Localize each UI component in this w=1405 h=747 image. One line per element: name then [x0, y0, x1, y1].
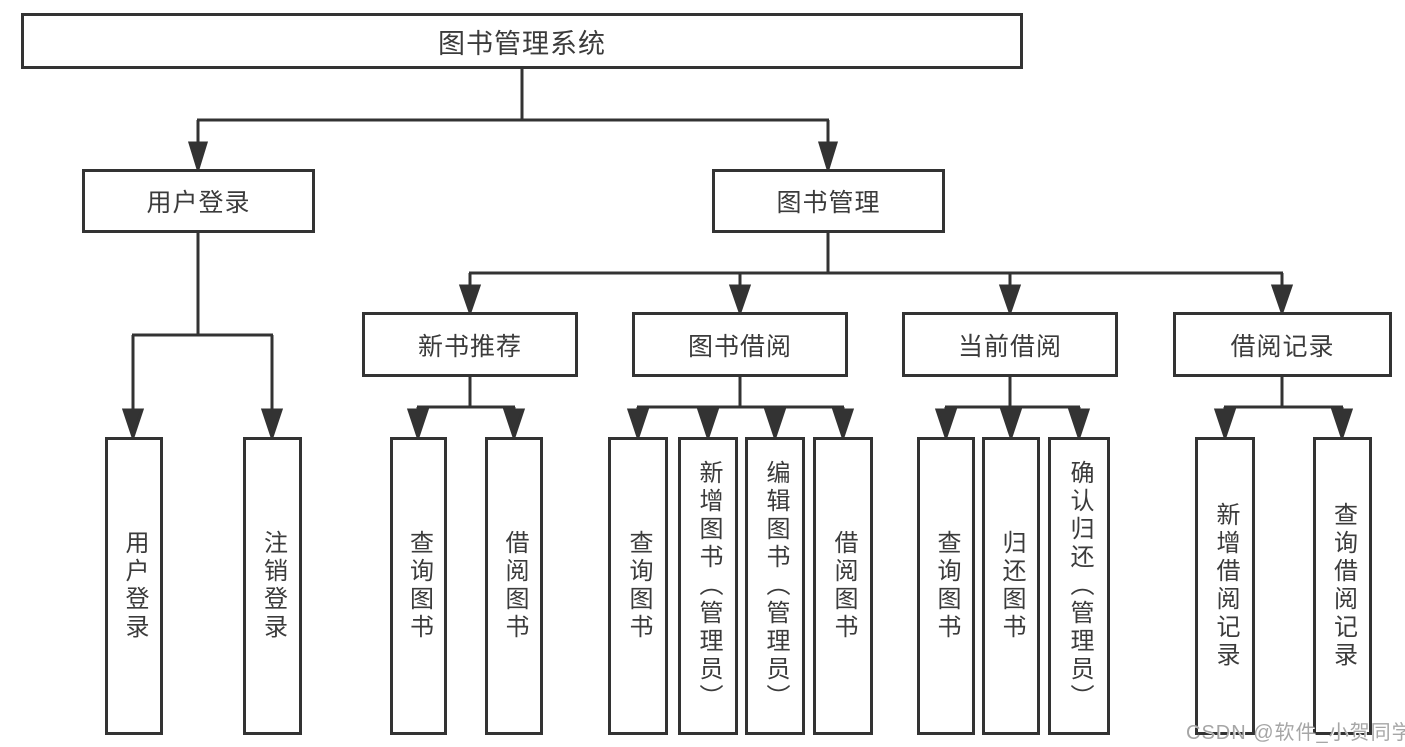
arrowhead — [831, 408, 855, 442]
arrowhead — [1213, 408, 1237, 442]
node-current-borrowing: 当前借阅 — [902, 312, 1118, 377]
leaf-logout: 注销登录 — [243, 437, 302, 735]
leaf-query-books-1: 查询图书 — [390, 437, 447, 735]
arrowhead — [817, 141, 839, 175]
node-new-book-recommend: 新书推荐 — [362, 312, 578, 377]
csdn-watermark: CSDN @软件_小贺同学 — [1186, 722, 1405, 744]
arrowhead — [406, 408, 430, 442]
leaf-query-borrow-record: 查询借阅记录 — [1313, 437, 1372, 735]
arrowhead — [458, 284, 482, 317]
leaf-query-books-2: 查询图书 — [608, 437, 668, 735]
arrowhead — [934, 408, 958, 442]
leaf-return-books: 归还图书 — [982, 437, 1040, 735]
arrowhead — [502, 408, 526, 442]
arrowhead — [260, 408, 284, 442]
arrowhead — [728, 284, 752, 317]
node-book-management: 图书管理 — [712, 169, 945, 233]
node-library-management-system: 图书管理系统 — [21, 13, 1023, 69]
leaf-user-login: 用户登录 — [105, 437, 163, 735]
arrowhead — [1067, 408, 1091, 442]
leaf-edit-books-admin: 编辑图书（管理员） — [745, 437, 805, 735]
leaf-borrow-books-1: 借阅图书 — [485, 437, 543, 735]
arrowhead — [1270, 284, 1294, 317]
leaf-query-books-3: 查询图书 — [917, 437, 975, 735]
arrowhead — [999, 408, 1023, 442]
leaf-add-borrow-record: 新增借阅记录 — [1195, 437, 1255, 735]
arrowhead — [998, 284, 1022, 317]
leaf-add-books-admin: 新增图书（管理员） — [678, 437, 738, 735]
leaf-borrow-books-2: 借阅图书 — [813, 437, 873, 735]
arrowhead — [1330, 408, 1354, 442]
arrowhead — [121, 408, 145, 442]
leaf-confirm-return-admin: 确认归还（管理员） — [1048, 437, 1110, 735]
arrowhead — [626, 408, 650, 442]
arrowhead — [187, 141, 209, 175]
arrowhead — [696, 408, 720, 442]
node-user-login: 用户登录 — [82, 169, 315, 233]
node-borrowing-records: 借阅记录 — [1173, 312, 1392, 377]
node-book-borrowing: 图书借阅 — [632, 312, 848, 377]
arrowhead — [763, 408, 787, 442]
